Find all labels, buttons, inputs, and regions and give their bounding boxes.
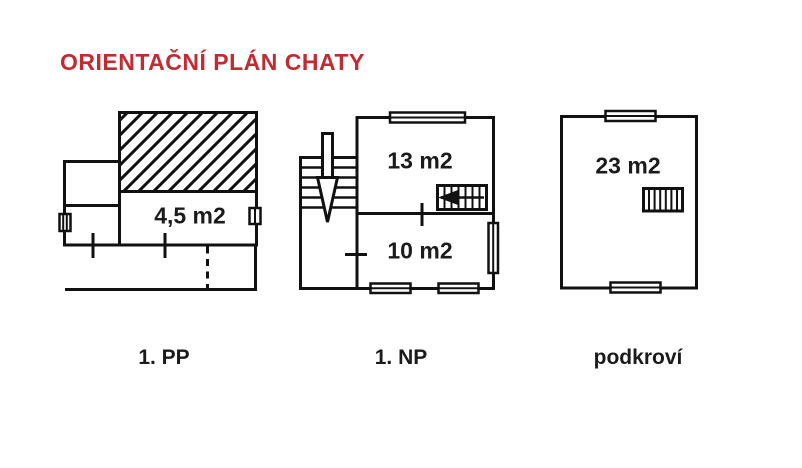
chimney-icon	[642, 187, 684, 213]
window-icon	[248, 206, 262, 226]
window-icon	[609, 281, 662, 294]
annex-outline	[63, 160, 121, 247]
room-area-label: 23 m2	[595, 152, 661, 179]
room-area-label: 13 m2	[387, 147, 453, 174]
floorplan-podkrovi	[560, 109, 698, 294]
floorplan-1np	[299, 111, 500, 295]
window-icon	[388, 111, 467, 124]
floor-label-podkrovi: podkroví	[593, 346, 683, 369]
window-icon	[437, 282, 480, 295]
chimney-icon	[436, 184, 488, 211]
window-icon	[58, 212, 72, 233]
floor-label-1pp: 1. PP	[138, 346, 190, 369]
window-icon	[369, 282, 412, 295]
down-arrow-icon	[315, 132, 340, 223]
floorplan-1pp	[58, 111, 262, 291]
room-area-label: 4,5 m2	[154, 202, 226, 229]
window-icon	[604, 109, 657, 123]
hatch-icon	[118, 111, 258, 193]
window-icon	[487, 221, 500, 275]
floor-label-1np: 1. NP	[374, 346, 428, 369]
room-area-label: 10 m2	[387, 237, 453, 264]
page-title: ORIENTAČNÍ PLÁN CHATY	[60, 49, 365, 75]
